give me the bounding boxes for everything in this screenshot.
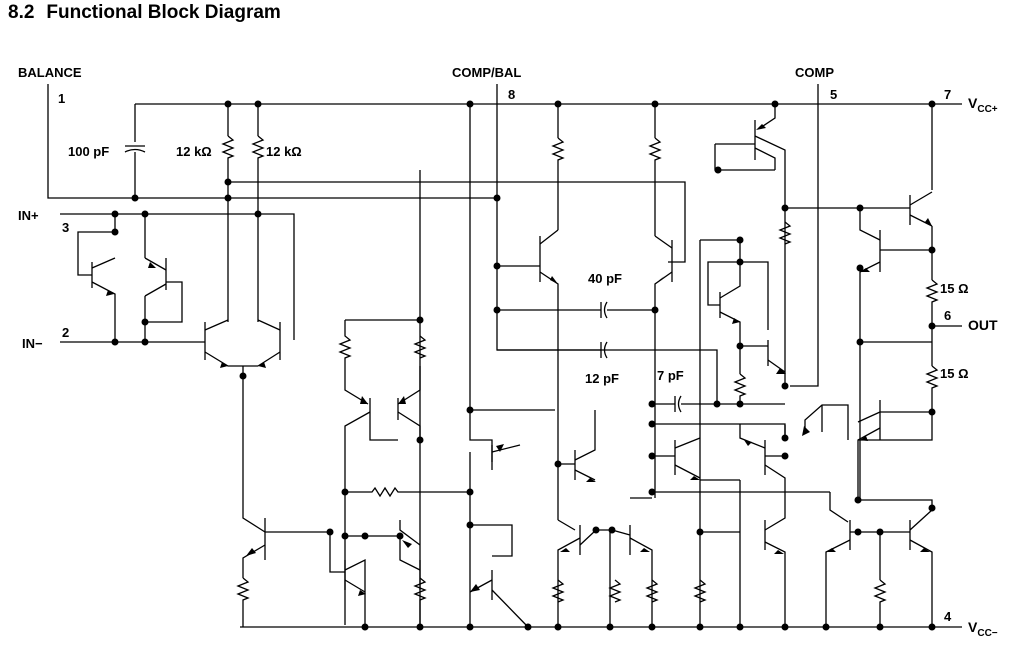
pin-balance-label: BALANCE: [18, 65, 82, 80]
pin-5-number: 5: [830, 87, 837, 102]
res-15-b-label: 15 Ω: [940, 366, 969, 381]
res-12k-b-label: 12 kΩ: [266, 144, 302, 159]
junction-dots: [111, 100, 936, 631]
pin-vcc-minus-label: VCC−: [968, 619, 998, 639]
cap-12pf-label: 12 pF: [585, 371, 619, 386]
input-stage: [77, 104, 686, 533]
pin-6-number: 6: [944, 308, 951, 323]
cap-7pf-label: 7 pF: [657, 368, 684, 383]
pin-out-label: OUT: [968, 317, 998, 333]
res-12k-a-label: 12 kΩ: [176, 144, 212, 159]
current-mirrors: [236, 444, 529, 628]
pin-in-minus-label: IN−: [22, 336, 43, 351]
pin-4-number: 4: [944, 609, 952, 624]
cap-100pf-label: 100 pF: [68, 144, 109, 159]
pin-8-number: 8: [508, 87, 515, 102]
pin-2-number: 2: [62, 325, 69, 340]
power-rails: [47, 84, 962, 628]
pin-7-number: 7: [944, 87, 951, 102]
pin-comp-label: COMP: [795, 65, 834, 80]
section-title: Functional Block Diagram: [46, 2, 281, 23]
pin-comp-bal-label: COMP/BAL: [452, 65, 521, 80]
bias-network: [338, 104, 555, 625]
page-title: 8.2 Functional Block Diagram: [8, 2, 281, 24]
gain-stage: [497, 104, 673, 627]
output-stage: [652, 104, 939, 627]
section-number: 8.2: [8, 2, 35, 23]
pin-1-number: 1: [58, 91, 65, 106]
res-15-a-label: 15 Ω: [940, 281, 969, 296]
cap-40pf-label: 40 pF: [588, 271, 622, 286]
pin-in-plus-label: IN+: [18, 208, 39, 223]
pin-3-number: 3: [62, 220, 69, 235]
pin-vcc-plus-label: VCC+: [968, 95, 998, 115]
